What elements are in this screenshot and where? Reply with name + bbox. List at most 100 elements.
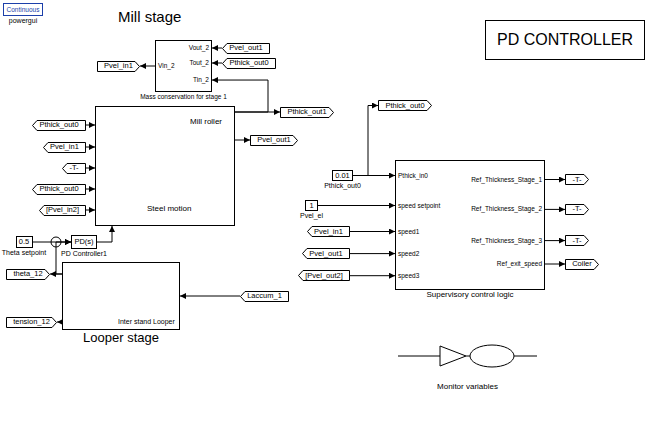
looper-block: Inter stand LooperLooper stage xyxy=(62,262,180,330)
block-text: Pvel_out1 xyxy=(257,136,290,144)
from-tag: Pthick_out0 xyxy=(222,58,276,69)
port-label: speed setpoint xyxy=(398,202,440,209)
tag-border xyxy=(308,227,350,237)
tag-border xyxy=(281,107,334,117)
from-tag: Pthick_out0 xyxy=(32,184,86,195)
block-text: [Pvel_out2] xyxy=(305,272,343,280)
signal-line xyxy=(545,240,565,241)
from-tag: Laccum_1 xyxy=(240,291,289,302)
block-text: -T- xyxy=(572,175,581,183)
block-text: Pthick_out1 xyxy=(287,108,326,116)
tag-border xyxy=(7,317,57,327)
block-text: theta_12 xyxy=(13,270,42,278)
port-label: speed3 xyxy=(398,272,419,279)
block-border xyxy=(63,263,180,330)
port-label: Ref_Thickness_Stage_2 xyxy=(471,206,542,213)
block-border xyxy=(396,161,545,290)
signal-line xyxy=(212,63,222,64)
signal-line xyxy=(350,275,395,276)
tag-border xyxy=(223,43,270,53)
signal-line xyxy=(545,209,565,210)
from-tag: [Pvel_out2] xyxy=(298,270,350,281)
signal-line xyxy=(86,189,95,190)
signal-line xyxy=(353,106,378,176)
block-border xyxy=(72,236,97,249)
block-text: Pthick_out0 xyxy=(385,101,424,109)
goto-tag: Coiler xyxy=(565,259,599,270)
supervisory-block: Pthick_in0speed setpointspeed1speed2spee… xyxy=(395,160,545,290)
block-text: 1 xyxy=(309,201,313,209)
goto-tag: -T- xyxy=(565,204,589,215)
tag-border xyxy=(33,184,86,194)
title-box: PD CONTROLLER xyxy=(485,20,645,60)
block-text: PD CONTROLLER xyxy=(497,31,633,49)
mass-block: Vin_2Vout_2Tout_2Tin_2Mass conservation … xyxy=(155,40,212,92)
block-border xyxy=(156,41,212,92)
signal-line xyxy=(212,48,222,49)
block-caption: Pvel_el xyxy=(300,212,323,220)
tag-border xyxy=(566,236,589,246)
port-label: Steel motion xyxy=(147,205,191,214)
tag-border xyxy=(44,142,86,152)
port-label: Mill roller xyxy=(190,118,222,127)
port-label: Tout_2 xyxy=(189,59,209,66)
pd-block: PD(s)PD Controller1 xyxy=(71,235,97,249)
block-text: Pthick_out0 xyxy=(229,59,268,67)
block-border xyxy=(306,201,318,211)
from-tag: Pvel_out1 xyxy=(222,43,270,54)
tag-border xyxy=(7,269,50,279)
signal-line xyxy=(97,226,112,242)
from-tag: Pvel_in1 xyxy=(43,142,86,153)
signal-line xyxy=(350,253,395,254)
tag-border xyxy=(303,249,350,259)
tag-border xyxy=(566,204,589,214)
constant-block: 0.01Pthick_out0 xyxy=(332,170,353,181)
gain-symbol xyxy=(440,346,466,366)
block-text: Pthick_out0 xyxy=(39,185,78,193)
tag-border xyxy=(63,163,86,173)
tag-border xyxy=(379,101,432,111)
tag-border xyxy=(299,271,350,281)
signal-line xyxy=(140,66,155,67)
constant-block: 0.5Theta setpoint xyxy=(16,236,33,248)
block-caption: Mass conservation for stage 1 xyxy=(140,93,227,100)
tag-border xyxy=(98,61,140,71)
block-caption: Theta setpoint xyxy=(2,249,46,257)
signal-line xyxy=(57,322,62,323)
block-caption: Pthick_out0 xyxy=(324,182,361,190)
block-text: Pvel_out1 xyxy=(229,44,262,52)
goto-tag: Pvel_out1 xyxy=(250,135,298,146)
signal-line xyxy=(86,125,95,126)
block-text: Pthick_out0 xyxy=(39,121,78,129)
from-tag: [Pvel_in2] xyxy=(39,205,86,216)
block-caption: Looper stage xyxy=(83,331,159,345)
port-label: Inter stand Looper xyxy=(118,318,175,326)
monitor-illustration xyxy=(398,345,537,367)
scope-symbol xyxy=(470,345,514,367)
monitor-block: Monitor variables xyxy=(395,330,540,382)
block-text: 0.5 xyxy=(19,238,29,246)
signal-line xyxy=(350,231,395,232)
port-label: Ref_exit_speed xyxy=(497,260,542,267)
powergui-block: Continuouspowergui xyxy=(3,3,43,16)
port-label: Ref_Thickness_Stage_1 xyxy=(471,176,542,183)
block-text: PD(s) xyxy=(74,238,93,246)
stage-heading: Mill stage xyxy=(118,8,181,25)
signal-line xyxy=(86,147,95,148)
port-label: Pthick_in0 xyxy=(398,172,428,179)
signal-line xyxy=(86,168,95,169)
block-text: -T- xyxy=(572,236,581,244)
constant-block: 1Pvel_el xyxy=(305,200,318,211)
block-text: Pvel_in1 xyxy=(104,62,133,70)
signal-line xyxy=(545,179,565,180)
block-caption: Monitor variables xyxy=(437,383,498,392)
monitor-wire xyxy=(514,356,537,357)
goto-tag: tension_12 xyxy=(6,317,57,328)
block-text: Pvel_in1 xyxy=(50,143,79,151)
block-text: -T- xyxy=(572,205,581,213)
port-label: Tin_2 xyxy=(193,76,209,83)
signal-line xyxy=(545,264,565,265)
monitor-wire xyxy=(466,356,470,357)
signal-line xyxy=(180,296,240,297)
mill-block: Mill rollerSteel motion xyxy=(95,106,235,226)
